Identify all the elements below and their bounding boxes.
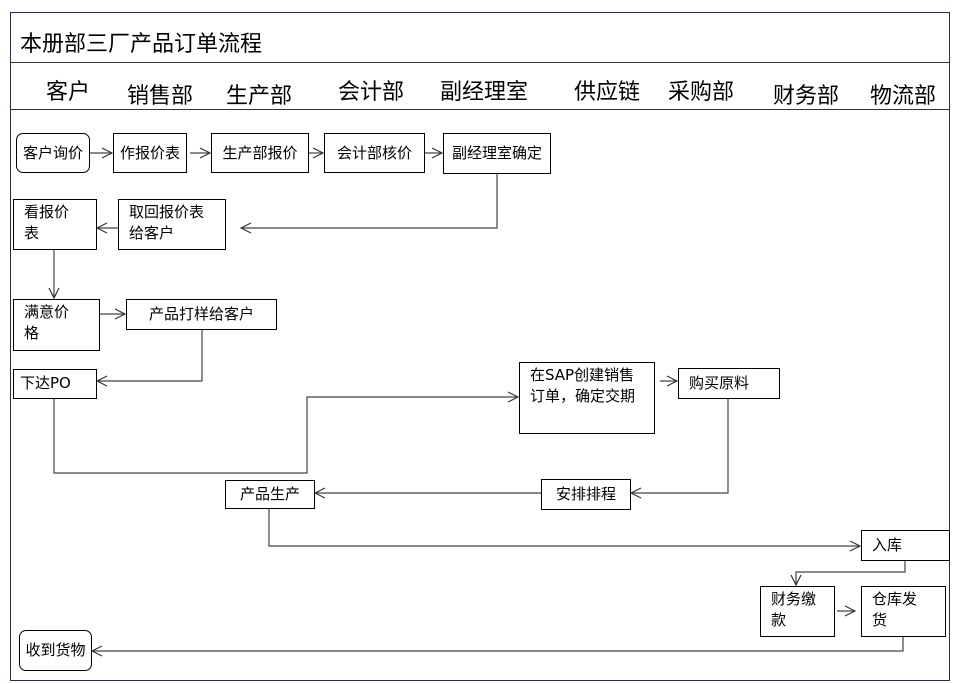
arrow <box>241 174 498 228</box>
step-vp-confirm: 副经理室确定 <box>443 133 551 174</box>
arrow <box>53 397 518 474</box>
arrow <box>796 561 906 585</box>
lane-production: 生产部 <box>225 84 293 109</box>
divider <box>10 109 949 110</box>
lane-customer: 客户 <box>45 80 91 105</box>
step-view-quote: 看报价表 <box>13 199 97 250</box>
diagram-frame <box>10 12 950 681</box>
step-label: 看报价表 <box>24 203 70 242</box>
step-return-quote: 取回报价表给客户 <box>118 199 226 250</box>
step-label: 仓库发货 <box>872 590 918 629</box>
step-goods-received: 收到货物 <box>19 630 92 671</box>
divider <box>10 62 949 63</box>
step-accounting-check: 会计部核价 <box>324 133 425 173</box>
lane-supply-chain: 供应链 <box>573 80 641 105</box>
step-sample-to-customer: 产品打样给客户 <box>126 299 277 330</box>
lane-accounting: 会计部 <box>337 80 405 105</box>
step-warehousing: 入库 <box>861 530 950 561</box>
arrow <box>92 637 904 651</box>
step-payment: 财务缴款 <box>760 586 835 637</box>
step-sap-order: 在SAP创建销售订单，确定交期 <box>519 362 655 434</box>
step-label: 满意价格 <box>24 303 70 342</box>
lane-sales: 销售部 <box>126 84 194 109</box>
step-shipping: 仓库发货 <box>861 586 946 637</box>
step-production-quote: 生产部报价 <box>211 133 309 173</box>
step-scheduling: 安排排程 <box>541 479 631 510</box>
step-label: 在SAP创建销售订单，确定交期 <box>530 366 636 405</box>
arrow <box>631 399 729 493</box>
step-customer-inquiry: 客户询价 <box>16 133 90 173</box>
arrow <box>268 509 860 546</box>
step-issue-po: 下达PO <box>13 369 97 399</box>
step-production: 产品生产 <box>225 480 315 509</box>
arrow <box>97 330 203 381</box>
lane-purchasing: 采购部 <box>667 80 735 105</box>
diagram-title: 本册部三厂产品订单流程 <box>20 32 263 57</box>
step-satisfied-price: 满意价格 <box>13 299 100 351</box>
lane-vp-office: 副经理室 <box>439 80 529 105</box>
step-label: 财务缴款 <box>771 590 817 629</box>
step-label: 取回报价表给客户 <box>129 203 205 242</box>
lane-logistics: 物流部 <box>869 84 937 109</box>
step-buy-materials: 购买原料 <box>678 368 780 399</box>
step-make-quote: 作报价表 <box>113 133 187 173</box>
lane-finance: 财务部 <box>772 84 840 109</box>
